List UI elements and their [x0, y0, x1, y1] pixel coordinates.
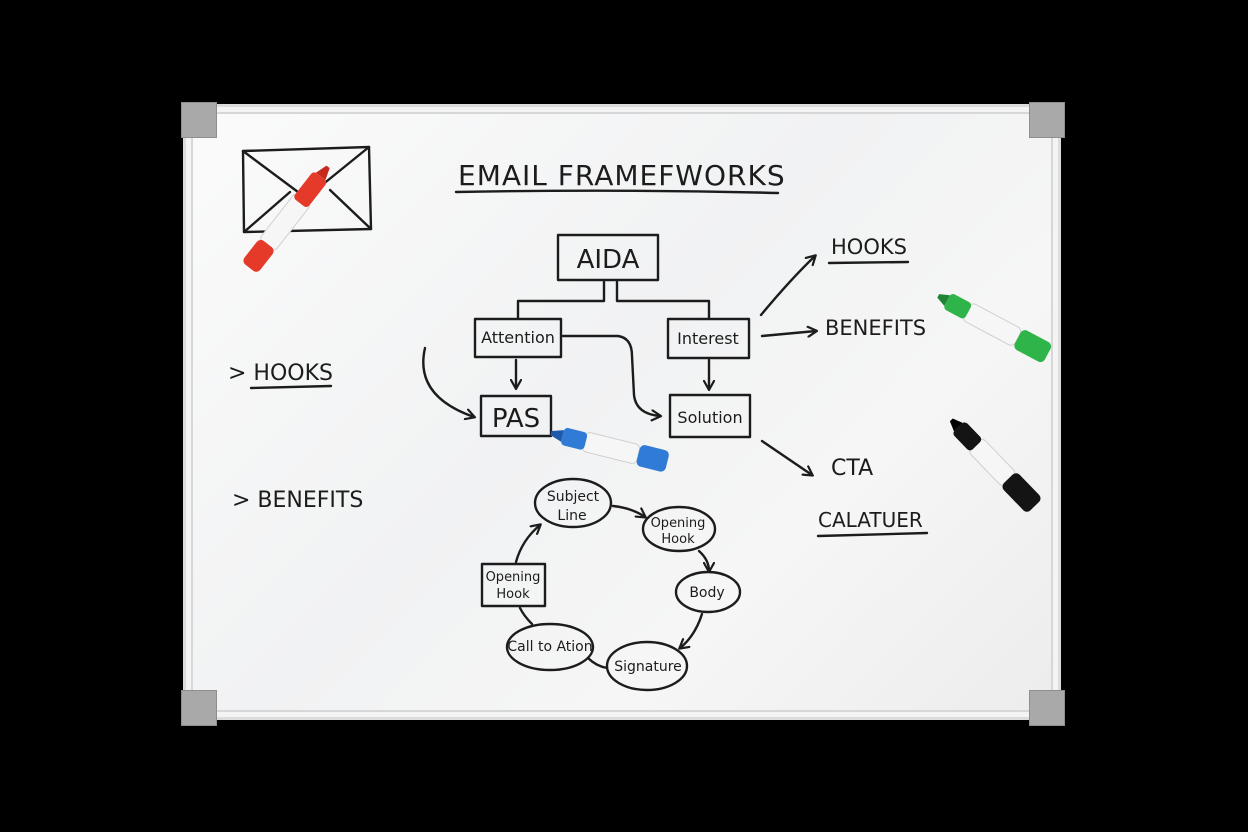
opening-hook-right-label-2: Hook — [661, 532, 695, 547]
interest-label: Interest — [677, 329, 739, 348]
left-hooks-underline — [249, 384, 333, 390]
aida-connector-left — [516, 280, 606, 320]
body-label: Body — [689, 585, 724, 601]
cycle-arrow-signature-to-cta — [586, 656, 609, 670]
arrow-attention-to-solution — [561, 334, 660, 416]
board-title: EMAIL FRAMEFWORKS — [458, 159, 786, 192]
cycle-arrow-opening-to-subject — [514, 525, 540, 564]
opening-hook-right-label-1: Opening — [651, 516, 706, 531]
subject-line-label-1: Subject — [547, 489, 600, 505]
signature-label: Signature — [614, 659, 682, 675]
left-benefits-label: > BENEFITS — [232, 488, 363, 513]
opening-hook-left-box — [480, 562, 547, 608]
aida-connector-right — [615, 280, 711, 320]
right-hooks-underline — [827, 260, 910, 265]
blue-marker — [550, 428, 669, 472]
subject-line-label-2: Line — [557, 508, 586, 524]
subject-line-node — [533, 477, 613, 529]
cycle-arrow-cta-to-opening — [518, 606, 534, 626]
opening-hook-left-label-1: Opening — [486, 570, 541, 585]
attention-box — [473, 317, 563, 359]
arrow-to-cta — [760, 439, 812, 475]
right-cta-label: CTA — [831, 456, 873, 481]
title-underline — [454, 189, 780, 195]
solution-label: Solution — [677, 408, 742, 427]
frame-corner-top-right — [1029, 102, 1065, 138]
cycle-arrow-subject-to-opening — [611, 504, 645, 517]
black-marker — [949, 418, 1041, 512]
arrow-to-benefits — [760, 331, 816, 336]
arrow-curve-into-pas — [422, 346, 474, 417]
right-calatuer-underline — [816, 531, 929, 538]
whiteboard — [183, 104, 1061, 720]
green-marker — [937, 294, 1052, 363]
frame-corner-bottom-right — [1029, 690, 1065, 726]
red-marker — [243, 165, 330, 272]
interest-box — [666, 317, 751, 360]
right-benefits-label: BENEFITS — [825, 316, 926, 340]
solution-box — [668, 393, 752, 439]
frame-corner-bottom-left — [181, 690, 217, 726]
arrow-to-hooks — [759, 256, 815, 317]
aida-label: AIDA — [577, 245, 640, 275]
opening-hook-right-node — [641, 505, 717, 553]
right-hooks-label: HOOKS — [831, 235, 907, 259]
pas-label: PAS — [492, 404, 540, 434]
call-to-action-label: Call to Ation — [507, 639, 592, 655]
attention-label: Attention — [481, 328, 555, 347]
cycle-arrow-opening-to-body — [697, 549, 709, 571]
left-hooks-label: > HOOKS — [228, 361, 333, 386]
signature-node — [605, 640, 689, 692]
pas-box — [479, 394, 553, 438]
right-calatuer-label: CALATUER — [818, 508, 923, 532]
call-to-action-node — [505, 622, 595, 672]
opening-hook-left-label-2: Hook — [496, 587, 530, 602]
cycle-arrow-body-to-signature — [680, 612, 704, 648]
aida-box — [556, 233, 660, 282]
frame-corner-top-left — [181, 102, 217, 138]
